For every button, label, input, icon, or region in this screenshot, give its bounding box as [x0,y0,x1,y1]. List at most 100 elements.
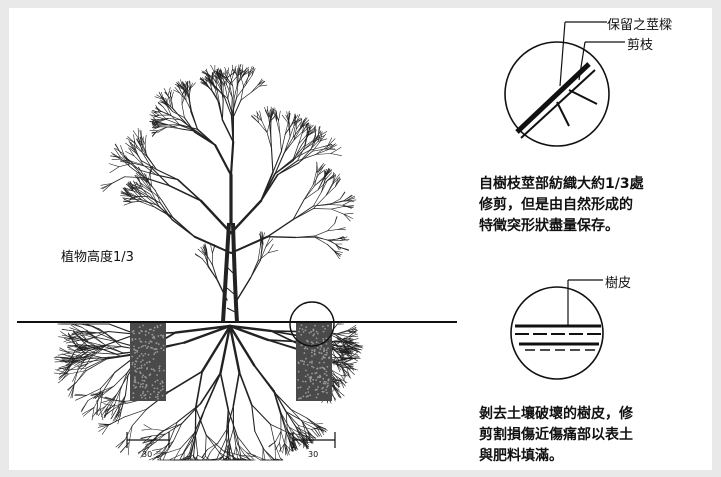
pit-dot [142,391,145,393]
canopy-branch [270,108,276,119]
canopy-branch [128,147,135,157]
canopy-branch [251,84,259,93]
canopy-branch [226,84,233,98]
root-branch [200,324,232,373]
canopy-branch [156,106,162,112]
pit-dot [326,365,329,368]
tree-trunk [221,222,239,323]
root-branch [222,444,230,457]
root-branch [105,333,122,347]
pit-dot [156,351,159,353]
root-branch [227,408,238,437]
root-branch [152,430,165,441]
root-branch [179,454,191,461]
root-branch [63,337,75,344]
canopy-branch [221,72,225,79]
root-branch [349,335,359,338]
root-branch [270,424,289,434]
canopy-branch [154,206,174,219]
pit-dot [156,374,159,376]
pit-dot [318,361,321,364]
canopy-branch [253,114,262,121]
canopy-branch [128,140,134,150]
root-branch [140,435,152,439]
root-branch [58,336,72,339]
canopy-branch [108,163,120,167]
root-branch [226,428,231,448]
root-branch [228,446,231,461]
root-branch [103,403,114,407]
canopy-branch [100,183,112,186]
canopy-branch [259,81,265,87]
canopy-branch [315,149,329,155]
pit-dot [323,368,326,371]
canopy-branch [128,196,137,201]
pit-dot [302,380,304,383]
canopy-branch [312,133,316,142]
canopy-branch [266,236,297,239]
pit-dot [322,356,325,359]
pit-dot [137,382,140,384]
canopy-branch [231,64,234,75]
pit-dot [320,352,323,355]
root-branch [297,425,312,430]
canopy-branch [214,144,233,177]
canopy-branch [343,200,355,202]
canopy-branch [224,70,228,79]
canopy-branch [168,126,181,130]
canopy-branch [120,191,130,197]
pit-dot [148,360,151,363]
pit-dot [134,349,137,352]
root-branch [285,411,297,428]
root-branch [156,452,168,455]
canopy-branch [177,84,182,93]
root-branch [91,325,107,335]
root-branch [334,361,348,365]
canopy-branch [318,166,324,175]
root-branch [341,367,346,378]
canopy-branch [132,184,142,189]
root-branch [68,370,87,375]
root-branch [118,404,120,418]
root-branch [347,324,357,331]
canopy-branch [258,122,268,133]
root-branch [69,367,87,371]
pit-dot [161,380,164,383]
root-branch [58,370,69,381]
pit-dot [310,351,313,354]
pit-dot [312,378,315,381]
canopy-branch [230,76,234,87]
pit-dot [156,387,159,390]
root-branch [172,423,182,442]
canopy-branch [278,120,281,134]
canopy-branch [153,123,160,128]
root-branch [88,344,104,347]
canopy-branch [138,171,143,180]
canopy-branch [292,149,305,162]
canopy-branch [229,83,233,98]
canopy-branch [122,201,132,203]
pit-dot [325,343,328,345]
pit-dot [303,352,306,354]
pit-dot [151,347,154,349]
tree-planting-diagram [17,21,625,461]
canopy-branch [137,154,144,166]
root-branch [174,324,232,334]
pit-dot [313,333,315,335]
canopy-branch [186,82,191,90]
root-branch [348,351,358,360]
canopy-branch [226,77,234,87]
dimension-left [126,432,170,448]
root-branch [226,405,234,430]
canopy-branch [337,227,346,230]
canopy-branch [236,277,252,301]
canopy-branch [321,180,328,192]
pit-dot [131,363,134,366]
canopy-branch [173,89,180,94]
canopy-branch [153,117,159,123]
canopy-branch [245,75,253,86]
pit-dot [320,346,323,348]
canopy-branch [132,162,152,169]
pit-dot [134,338,137,340]
root-branch [58,367,71,371]
